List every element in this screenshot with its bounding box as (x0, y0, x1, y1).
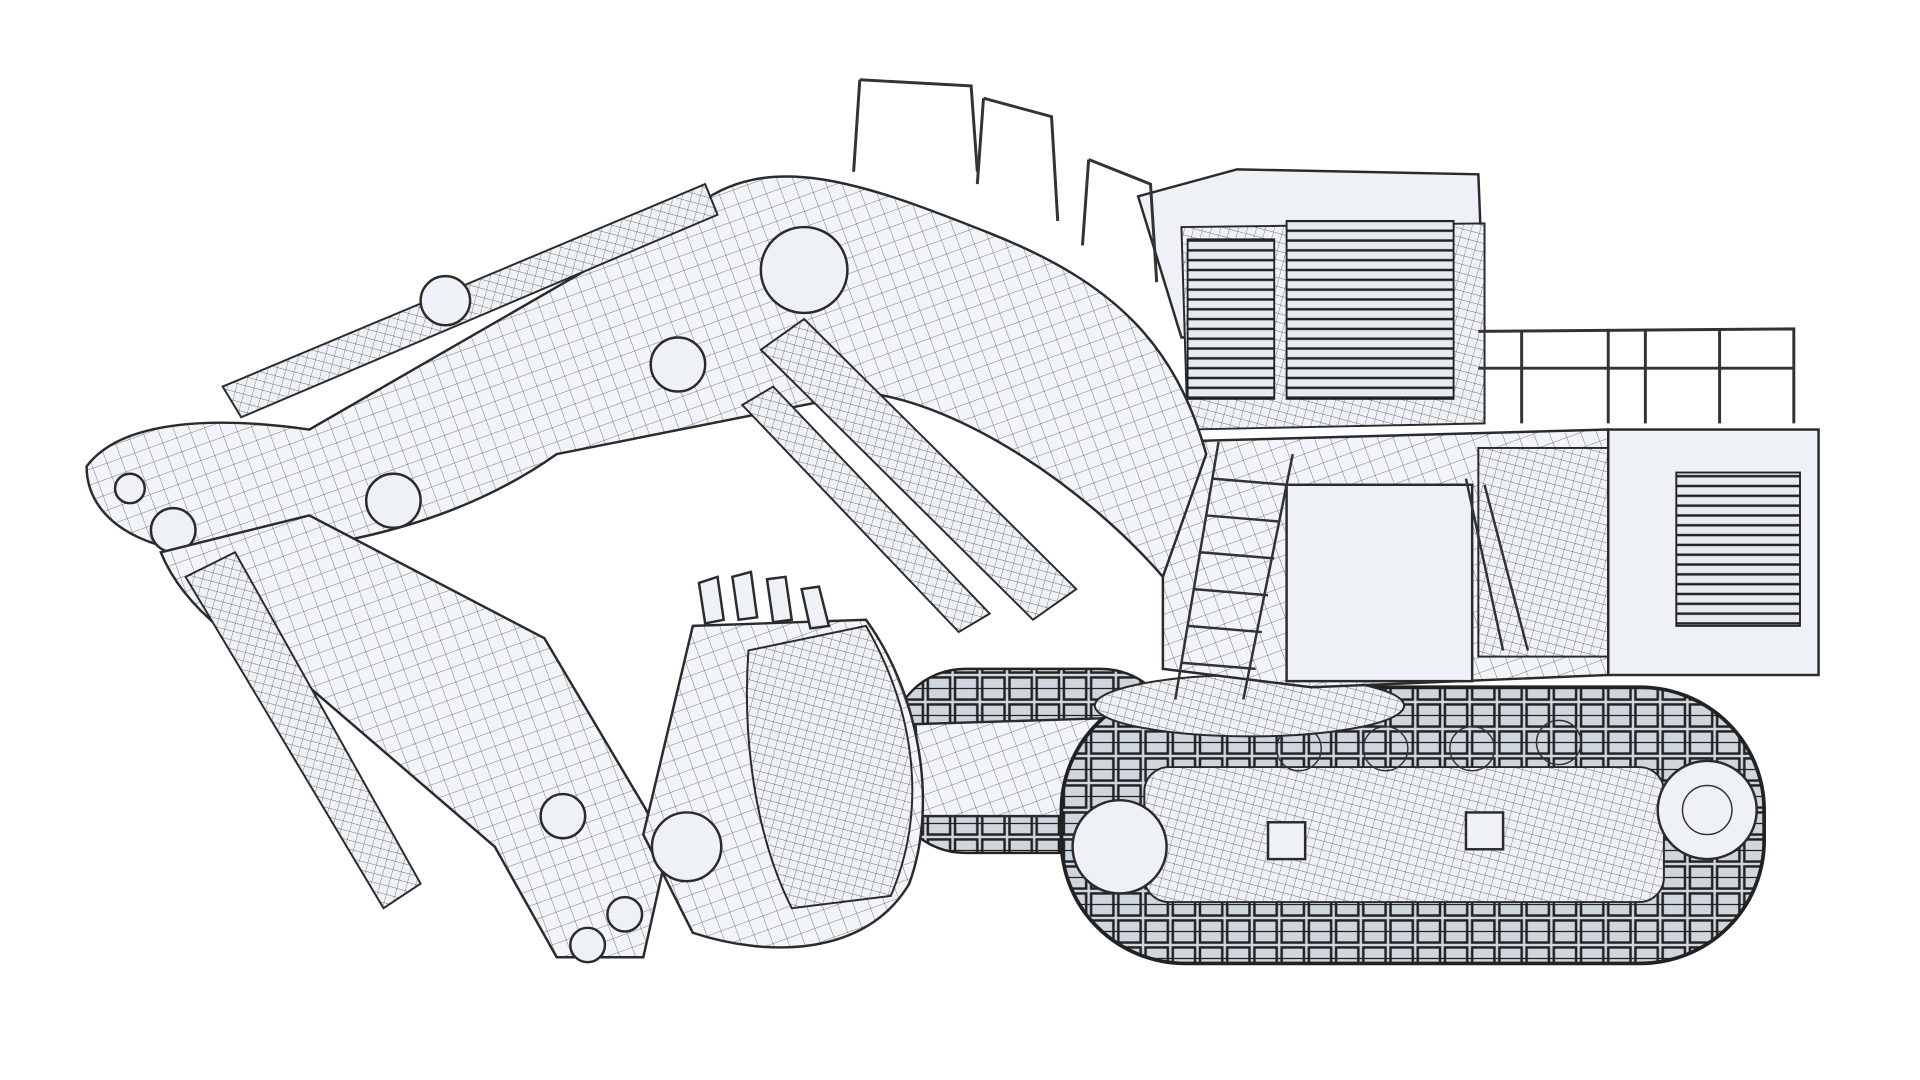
stick-arm (159, 514, 670, 964)
bucket (641, 570, 925, 949)
drive-sprocket (1656, 759, 1758, 861)
bucket-teeth (697, 570, 831, 630)
operator-cab (1136, 168, 1486, 431)
access-stairs (1174, 441, 1530, 700)
front-track (1059, 685, 1766, 966)
handrails (852, 78, 1796, 424)
boom-cylinders (221, 182, 1078, 634)
